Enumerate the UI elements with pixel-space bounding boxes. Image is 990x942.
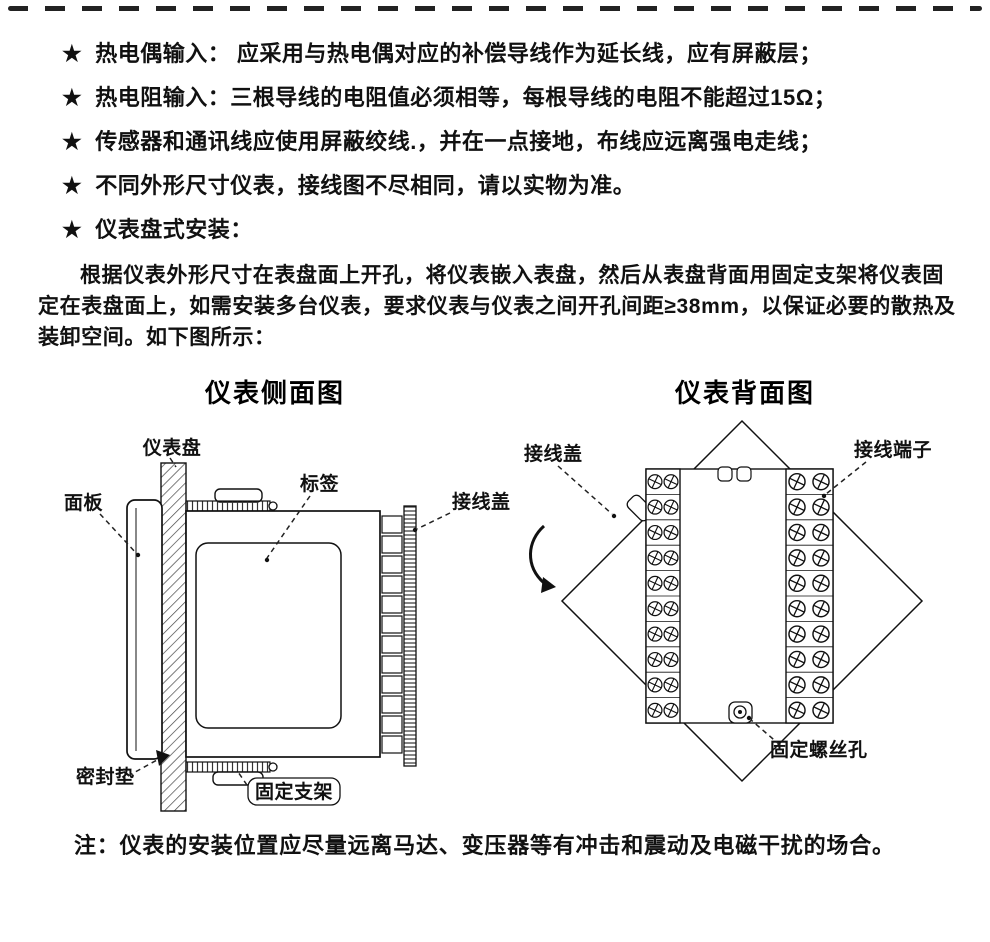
top-fixing-clip	[214, 488, 263, 503]
back-view-diagram: 接线盖 接线端子 固定螺丝孔	[524, 419, 932, 783]
bullet-item-panel-mounting: ★ 仪表盘式安装：	[62, 216, 952, 244]
cover-slat	[381, 615, 403, 634]
star-icon: ★	[62, 129, 83, 154]
screw-hole-label: 固定螺丝孔	[770, 738, 868, 761]
fixing-screw-center	[738, 710, 742, 714]
terminal-label: 接线端子	[854, 438, 932, 461]
front-panel-leader	[99, 513, 138, 555]
seal-gasket	[156, 750, 170, 766]
bullet-text: 热电阻输入：三根导线的电阻值必须相等，每根导线的电阻不能超过15Ω；	[95, 85, 837, 110]
cover-slat	[381, 675, 403, 694]
bullet-text: 不同外形尺寸仪表，接线图不尽相同，请以实物为准。	[95, 173, 636, 198]
front-bezel	[126, 499, 163, 760]
rotate-arrowhead	[541, 577, 556, 593]
back-wiring-cover-label: 接线盖	[524, 442, 583, 465]
star-icon: ★	[62, 85, 83, 110]
seal-gasket-label: 密封垫	[76, 765, 135, 788]
cover-slat	[381, 595, 403, 614]
star-icon: ★	[62, 41, 83, 66]
note-text: 注：仪表的安装位置应尽量远离马达、变压器等有冲击和震动及电磁干扰的场合。	[74, 833, 895, 858]
cover-slat	[381, 715, 403, 734]
wiring-cover-bar	[403, 505, 417, 767]
bullet-text: 热电偶输入： 应采用与热电偶对应的补偿导线作为延长线，应有屏蔽层；	[95, 41, 822, 66]
leader-dot	[135, 552, 141, 558]
top-clip-left	[717, 466, 733, 482]
top-dashed-divider	[8, 6, 982, 11]
cover-slat	[381, 535, 403, 554]
side-view-diagram: 仪表盘 面板 标签 接线盖 密封垫 固定支架	[64, 436, 511, 812]
back-wiring-cover-leader	[557, 465, 613, 515]
bottom-fixing-rod	[185, 761, 271, 773]
leader-dot	[611, 513, 617, 519]
star-icon: ★	[62, 173, 83, 198]
top-clip-right	[736, 466, 752, 482]
mounting-panel-wall	[160, 462, 187, 812]
installation-diagrams: 仪表盘 面板 标签 接线盖 密封垫 固定支架	[64, 419, 932, 812]
leader-dot	[412, 527, 418, 533]
cover-slat	[381, 735, 403, 754]
cover-slat	[381, 515, 403, 534]
side-view-title: 仪表侧面图	[204, 379, 345, 408]
bullet-item-thermocouple: ★ 热电偶输入： 应采用与热电偶对应的补偿导线作为延长线，应有屏蔽层；	[62, 40, 952, 68]
fixing-bracket-leader	[237, 771, 248, 786]
screw-hole-leader	[750, 719, 781, 746]
cover-slat	[381, 575, 403, 594]
bullet-item-dimension-note: ★ 不同外形尺寸仪表，接线图不尽相同，请以实物为准。	[62, 172, 952, 200]
label-area	[195, 542, 342, 729]
star-icon: ★	[62, 217, 83, 242]
panel-leader	[169, 457, 177, 468]
rotate-arrow	[529, 524, 546, 585]
cover-slat	[381, 635, 403, 654]
bullet-list: ★ 热电偶输入： 应采用与热电偶对应的补偿导线作为延长线，应有屏蔽层； ★ 热电…	[0, 0, 990, 244]
tag-label: 标签	[300, 472, 340, 495]
leader-dot	[821, 493, 827, 499]
leader-dot	[264, 557, 270, 563]
cover-slat	[381, 655, 403, 674]
back-view-title: 仪表背面图	[674, 379, 815, 408]
fixing-bracket-label-box	[247, 777, 341, 806]
cover-slat	[381, 555, 403, 574]
bullet-text: 仪表盘式安装：	[95, 217, 253, 242]
side-wiring-cover-leader	[416, 512, 451, 530]
bullet-item-sensor-wiring: ★ 传感器和通讯线应使用屏蔽绞线.，并在一点接地，布线应远离强电走线；	[62, 128, 952, 156]
leader-dot	[746, 715, 752, 721]
bullet-item-rtd: ★ 热电阻输入：三根导线的电阻值必须相等，每根导线的电阻不能超过15Ω；	[62, 84, 952, 112]
seal-gasket-leader	[127, 759, 158, 777]
panel-label: 仪表盘	[142, 436, 202, 459]
cover-slat	[381, 695, 403, 714]
figures-area: 仪表侧面图 仪表背面图	[0, 361, 990, 831]
installation-paragraph: 根据仪表外形尺寸在表盘面上开孔，将仪表嵌入表盘，然后从表盘背面用固定支架将仪表固…	[38, 264, 956, 349]
side-wiring-cover-label: 接线盖	[452, 490, 511, 513]
fixing-bracket-label: 固定支架	[255, 780, 333, 803]
bottom-rod-end	[268, 762, 278, 772]
terminal-slats	[381, 515, 403, 754]
tag-leader	[266, 495, 311, 559]
top-fixing-rod	[185, 500, 271, 512]
terminal-screws	[645, 470, 833, 722]
front-panel-label: 面板	[64, 491, 104, 514]
bullet-text: 传感器和通讯线应使用屏蔽绞线.，并在一点接地，布线应远离强电走线；	[95, 129, 822, 154]
top-rod-end	[268, 501, 278, 511]
